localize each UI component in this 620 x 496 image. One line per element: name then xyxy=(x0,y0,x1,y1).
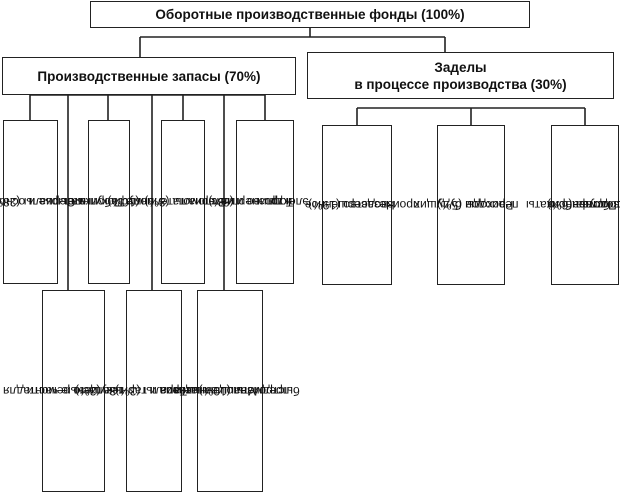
item-raw-materials: Сырье и основные материалы (28%) xyxy=(0,120,86,284)
item-unfinished: Незавершенное производство (19%) xyxy=(305,125,420,285)
item-low-value-line3: предметы (10%) xyxy=(198,384,290,398)
item-auxiliary: Вспомогательные материалы (8%) xyxy=(126,120,236,284)
group-wip-box: Заделы в процессе производства (30%) xyxy=(307,52,614,99)
item-deferred-line2: периодов (5%) xyxy=(437,198,519,212)
root-box: Оборотные производственные фонды (100%) xyxy=(90,1,530,28)
item-unfinished-line2: производство (19%) xyxy=(308,198,420,212)
item-own-semis-line3: производства (6%) xyxy=(546,198,620,212)
item-low-value: Малоценные и быстроизнашивающиеся предме… xyxy=(160,290,300,492)
group-wip-label-line1: Заделы xyxy=(434,59,487,75)
item-spare-parts: Запасные части для текущего ремонта (3%) xyxy=(3,290,124,492)
group-wip-label-line2: в процессе производства (30%) xyxy=(354,76,567,92)
item-containers: Тара и тарные материалы (3%) xyxy=(107,290,207,492)
group-inventories-label: Производственные запасы (70%) xyxy=(37,68,261,84)
group-inventories-box: Производственные запасы (70%) xyxy=(2,57,296,95)
item-fuel-energy: Топливо и (8%) электроэнергия и др. xyxy=(209,120,309,284)
item-own-semis: Полуфабрикаты собственного производства … xyxy=(526,125,620,285)
item-deferred: Расходы будущих периодов (5%) xyxy=(414,125,519,285)
root-label: Оборотные производственные фонды (100%) xyxy=(155,7,465,22)
item-purchased-semis: Покупные полуфабрикаты (10%) xyxy=(65,120,153,284)
